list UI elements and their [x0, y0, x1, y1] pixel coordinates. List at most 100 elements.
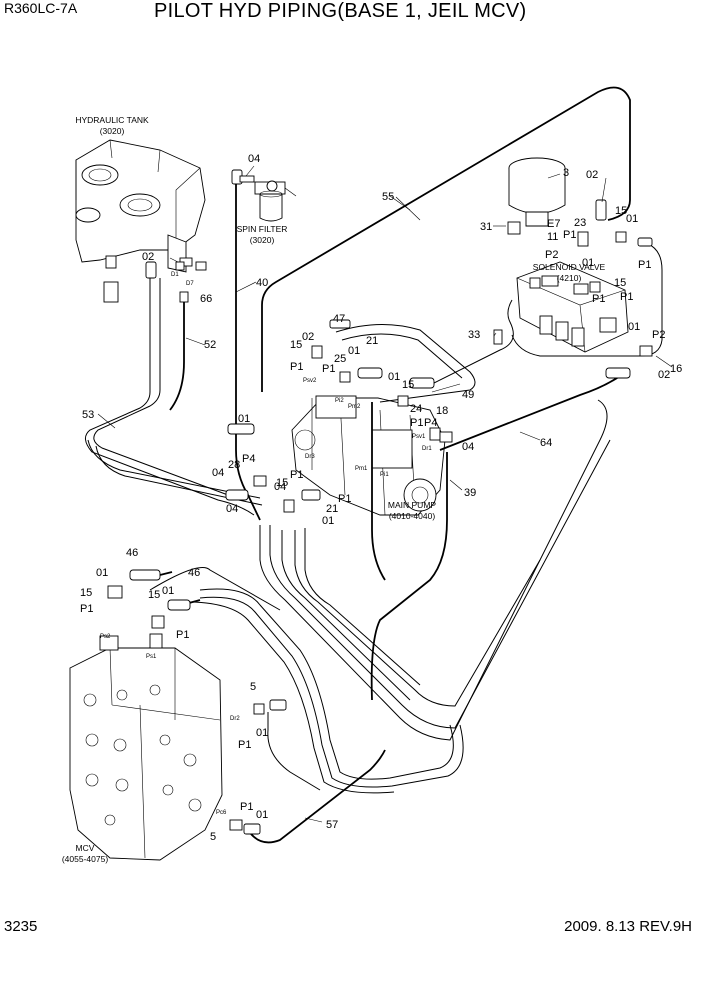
callout: 01 [238, 413, 250, 425]
callout: P1 [620, 291, 633, 303]
port-dr1: Dr1 [422, 446, 432, 452]
callout: 15 [614, 277, 626, 289]
callout: 31 [480, 221, 492, 233]
callout: P4 [242, 453, 255, 465]
callout: P1 [290, 469, 303, 481]
port-pm2: Pm2 [348, 404, 361, 410]
page-number: 3235 [4, 918, 38, 935]
callout: 01 [626, 213, 638, 225]
page-title: PILOT HYD PIPING(BASE 1, JEIL MCV) [154, 0, 527, 22]
mcv-name: MCV [76, 843, 95, 853]
callout: 23 [574, 217, 586, 229]
callout: 01 [256, 727, 268, 739]
callout: 5 [250, 681, 256, 693]
hydraulic-tank-name: HYDRAULIC TANK [75, 115, 149, 125]
callout: 04 [226, 503, 238, 515]
port-ps1: Ps1 [146, 654, 157, 660]
callout: P4 [424, 417, 437, 429]
callout: P1 [80, 603, 93, 615]
port-pm1: Pm1 [355, 466, 368, 472]
callout: 28 [228, 459, 240, 471]
hose-55 [261, 86, 631, 392]
callout: 01 [628, 321, 640, 333]
callout: 15 [615, 205, 627, 217]
callout: 57 [326, 819, 338, 831]
callout: 15 [80, 587, 92, 599]
hose-bundle-main [259, 399, 611, 741]
callout: 66 [200, 293, 212, 305]
callout: P1 [240, 801, 253, 813]
port-d7: D7 [186, 281, 194, 287]
callout: 16 [670, 363, 682, 375]
hose-57 [247, 749, 386, 844]
model-number: R360LC-7A [4, 0, 78, 16]
port-pi1: Pi1 [380, 472, 389, 478]
port-pc6: Pc6 [216, 810, 227, 816]
callout: 01 [388, 371, 400, 383]
callout: 46 [188, 567, 200, 579]
port-dr2: Dr2 [230, 716, 240, 722]
leader-lines [97, 165, 673, 823]
callout: E7 [547, 218, 560, 230]
callout: 5 [210, 831, 216, 843]
callout: 53 [82, 409, 94, 421]
callout: 46 [126, 547, 138, 559]
callout: 02 [658, 369, 670, 381]
callout: 01 [582, 257, 594, 269]
spin-filter-ref: (3020) [250, 235, 275, 245]
hose-bundle-mcv [149, 567, 464, 794]
callout: 15 [290, 339, 302, 351]
callout: P1 [322, 363, 335, 375]
callout: 11 [547, 231, 558, 243]
fittings [107, 169, 653, 835]
callout: P1 [338, 493, 351, 505]
callout: 01 [256, 809, 268, 821]
port-psv2: Psv2 [303, 378, 317, 384]
callout: 04 [212, 467, 224, 479]
port-pi2: Pi2 [335, 398, 344, 404]
callout: 21 [366, 335, 378, 347]
spin-filter [254, 180, 297, 222]
callout: 04 [248, 153, 260, 165]
callout: 49 [462, 389, 474, 401]
callout: 01 [322, 515, 334, 527]
callout: 15 [402, 379, 414, 391]
spin-filter-name: SPIN FILTER [237, 224, 288, 234]
callout: 39 [464, 487, 476, 499]
main-pump-ref: (4010-4040) [389, 511, 435, 521]
port-psv1: Psv1 [412, 434, 426, 440]
callout: 01 [96, 567, 108, 579]
solenoid-valve-ref: (4210) [557, 273, 582, 283]
hydraulic-tank [75, 139, 206, 303]
hose-bundle-53 [85, 275, 263, 516]
callout: 15 [276, 477, 288, 489]
accumulator [508, 157, 566, 227]
hydraulic-tank-ref: (3020) [100, 126, 125, 136]
callout: P1 [238, 739, 251, 751]
callout: 02 [142, 251, 154, 263]
callout: P1 [638, 259, 651, 271]
callout: 02 [302, 331, 314, 343]
callout: 33 [468, 329, 480, 341]
solenoid-valve-name: SOLENOID VALVE [533, 262, 606, 272]
callout: 25 [334, 353, 346, 365]
callout: P1 [176, 629, 189, 641]
callout: 15 [148, 589, 160, 601]
callout: 47 [333, 313, 345, 325]
callout: P1 [410, 417, 423, 429]
callout: 55 [382, 191, 394, 203]
hose-47-21 [335, 324, 476, 403]
callout: P2 [545, 249, 558, 261]
callout: 64 [540, 437, 552, 449]
port-d1: D1 [171, 272, 179, 278]
callout: P1 [290, 361, 303, 373]
tank-fitting-block [167, 234, 207, 273]
hose-52 [169, 300, 185, 411]
callout: 18 [436, 405, 448, 417]
callout: 01 [348, 345, 360, 357]
hose-39 [370, 452, 448, 701]
callout: 02 [586, 169, 598, 181]
callout: P1 [563, 229, 576, 241]
main-pump-name: MAIN PUMP [388, 500, 437, 510]
